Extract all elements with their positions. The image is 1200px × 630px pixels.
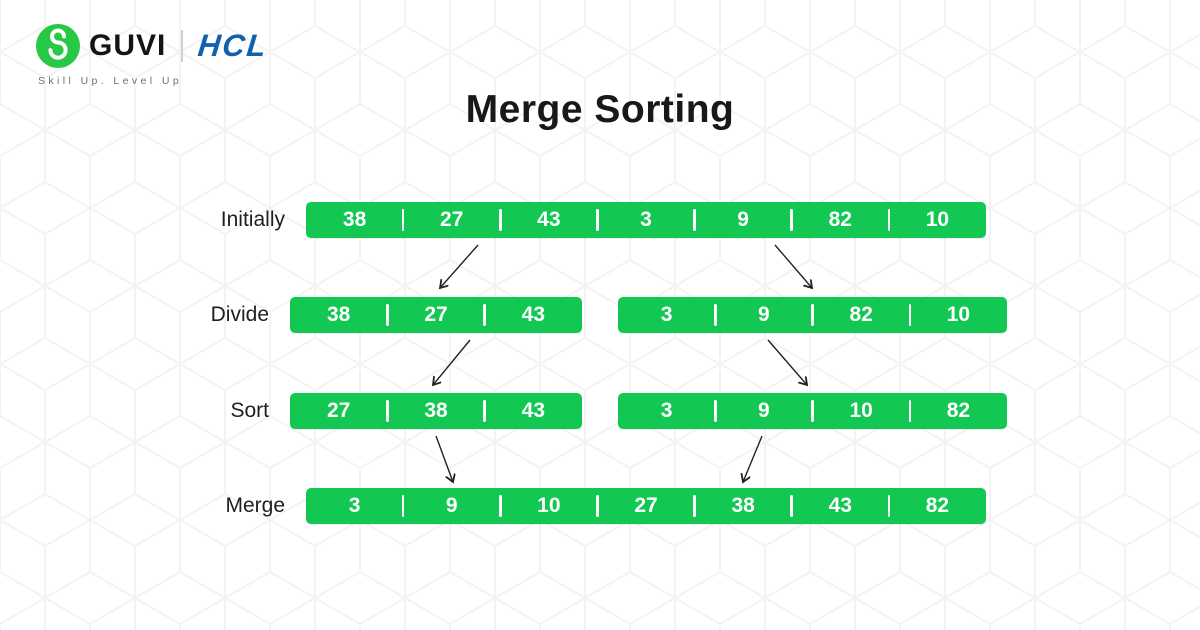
array-cell: 82 (925, 494, 950, 517)
guvi-wordmark: GUVI (89, 29, 167, 62)
array-cell: 9 (715, 393, 815, 429)
array-cell: 82 (946, 399, 971, 422)
array-cell: 38 (387, 393, 487, 429)
array-cell: 10 (813, 393, 912, 429)
row-label-divide: Divide (210, 303, 269, 326)
array-cell: 38 (290, 297, 389, 333)
guvi-g-icon (36, 24, 80, 68)
array-cell: 38 (695, 488, 794, 524)
array-cell: 3 (618, 393, 717, 429)
array-cell: 43 (500, 202, 599, 238)
array-cell: 10 (500, 488, 599, 524)
brand-divider (181, 30, 184, 62)
array-cell: 3 (306, 488, 405, 524)
array-cell: 10 (925, 208, 950, 231)
array-cell: 3 (597, 202, 696, 238)
array-cell: 9 (403, 488, 502, 524)
array-cell: 27 (403, 202, 502, 238)
array-cell: 10 (946, 303, 971, 326)
array-cell: 43 (521, 303, 545, 326)
page-title: Merge Sorting (465, 88, 735, 131)
logo-row: GUVI HCL (36, 24, 270, 68)
array-cell: 43 (792, 488, 891, 524)
array-cell: 38 (306, 202, 405, 238)
brand-header: GUVI HCL Skill Up. Level Up (36, 24, 270, 87)
array-cell: 9 (715, 297, 815, 333)
array-cell: 27 (597, 488, 696, 524)
array-cell: 27 (290, 393, 389, 429)
row-label-initially: Initially (220, 208, 285, 231)
array-cell: 82 (813, 297, 912, 333)
array-cell: 27 (387, 297, 487, 333)
array-cell: 9 (695, 202, 794, 238)
array-cell: 43 (521, 399, 545, 422)
array-cell: 82 (792, 202, 891, 238)
brand-tagline: Skill Up. Level Up (38, 75, 183, 87)
row-label-merge: Merge (225, 494, 285, 517)
row-label-sort: Sort (230, 399, 269, 422)
array-cell: 3 (618, 297, 717, 333)
